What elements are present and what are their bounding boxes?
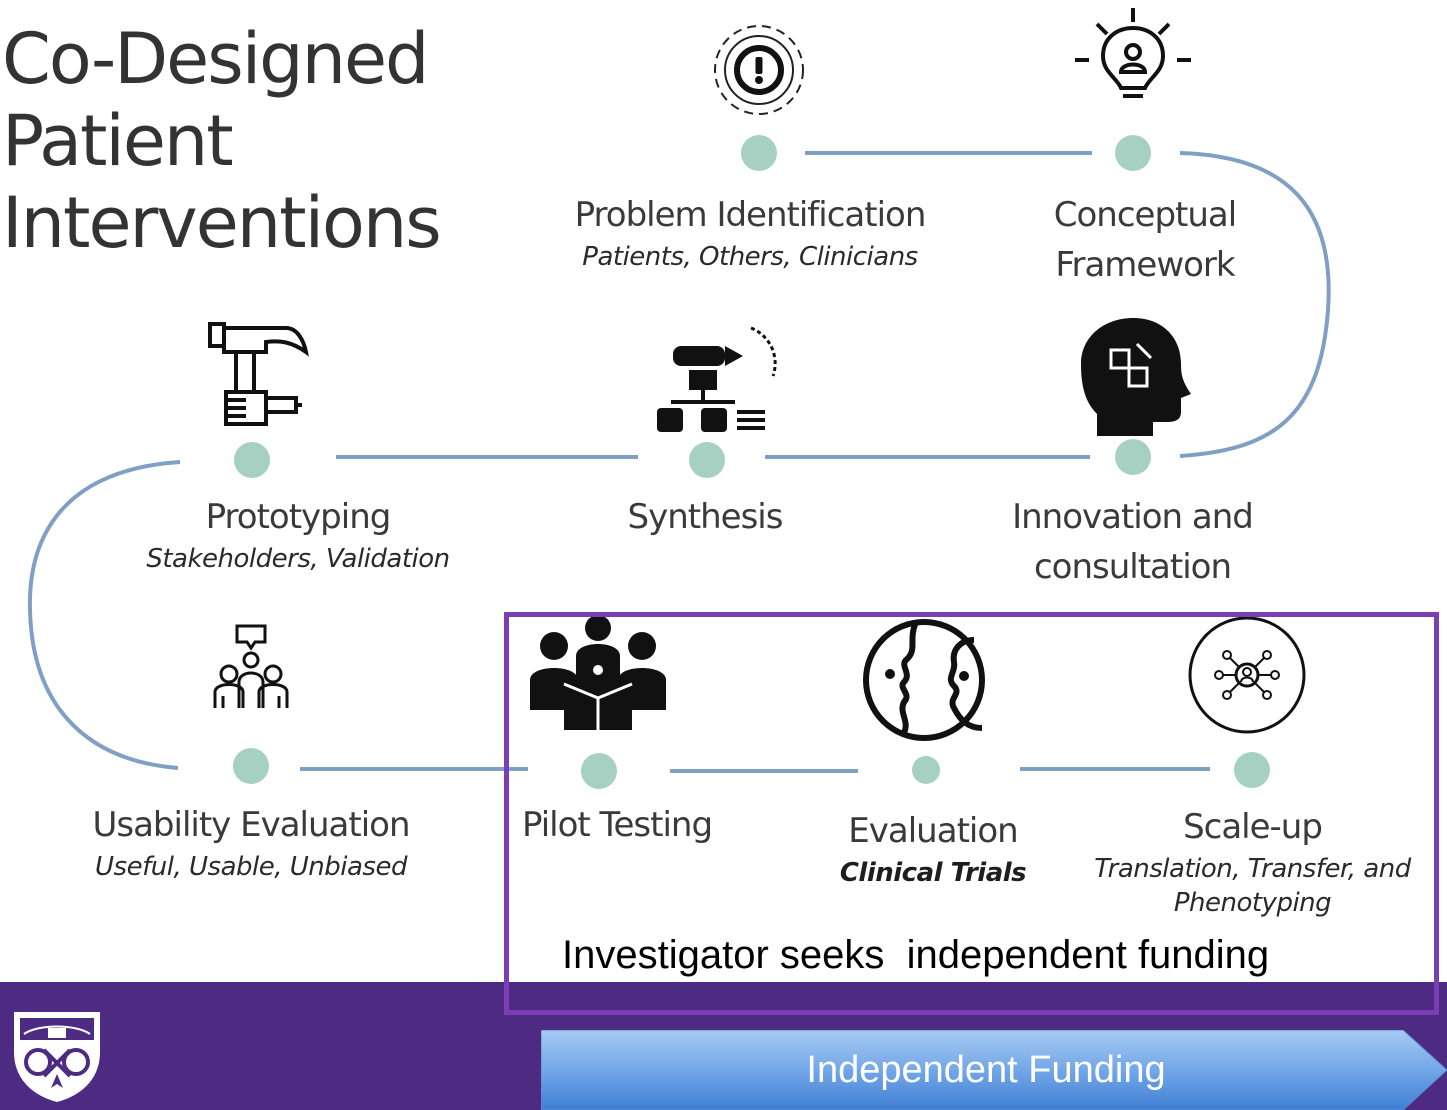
title-line-3: Interventions — [2, 182, 442, 264]
synthesis-title: Synthesis — [627, 497, 784, 537]
pilot-testing-title: Pilot Testing — [521, 805, 713, 845]
label-conceptual-framework: Conceptual Framework — [1020, 190, 1270, 290]
scale-up-title: Scale-up — [1183, 807, 1323, 847]
node-pilot-testing — [581, 753, 617, 789]
arrow-label: Independent Funding — [806, 1049, 1166, 1091]
title-line-1: Co-Designed — [2, 18, 429, 100]
scale-up-subtitle-line-2: Phenotyping — [1173, 888, 1332, 918]
scale-up-subtitle-line-1: Translation, Transfer, and — [1094, 854, 1411, 884]
evaluation-subtitle: Clinical Trials — [839, 858, 1027, 888]
node-innovation — [1115, 439, 1151, 475]
node-prototyping — [234, 442, 270, 478]
team-box-icon — [530, 615, 666, 730]
hammer-hand-icon — [208, 322, 309, 426]
node-synthesis — [689, 442, 725, 478]
connector-lines — [27, 151, 1331, 773]
node-scale-up — [1234, 752, 1270, 788]
prototyping-title: Prototyping — [205, 497, 392, 537]
usability-evaluation-subtitle: Useful, Usable, Unbiased — [95, 852, 407, 882]
label-synthesis: Synthesis — [600, 492, 810, 542]
problem-identification-subtitle: Patients, Others, Clinicians — [582, 242, 918, 272]
label-evaluation: Evaluation Clinical Trials — [820, 806, 1046, 890]
label-pilot-testing: Pilot Testing — [506, 800, 728, 850]
head-puzzle-icon — [1081, 318, 1191, 436]
network-person-icon — [1188, 616, 1306, 734]
connector-curve-left — [27, 460, 181, 770]
node-evaluation — [912, 756, 940, 784]
lightbulb-person-icon — [1075, 8, 1191, 98]
conceptual-framework-line-1: Conceptual — [1053, 195, 1237, 235]
label-prototyping: Prototyping Stakeholders, Validation — [128, 492, 468, 576]
page-title: Co-Designed Patient Interventions — [2, 18, 442, 264]
node-conceptual-framework — [1115, 135, 1151, 171]
funding-highlight-box — [504, 612, 1439, 1015]
usability-evaluation-title: Usability Evaluation — [92, 805, 410, 845]
prototyping-subtitle: Stakeholders, Validation — [146, 544, 450, 574]
university-crest-logo — [14, 1012, 100, 1102]
title-line-2: Patient — [2, 100, 234, 182]
innovation-line-1: Innovation and — [1012, 497, 1254, 537]
independent-funding-arrow: Independent Funding — [541, 1030, 1447, 1110]
problem-identification-title: Problem Identification — [574, 195, 927, 235]
arrow-shape — [541, 1030, 1447, 1110]
innovation-line-2: consultation — [1033, 547, 1232, 587]
synthesis-flowchart-icon — [657, 326, 777, 432]
people-speech-icon — [213, 624, 289, 708]
two-faces-icon — [863, 619, 985, 741]
evaluation-title: Evaluation — [848, 811, 1018, 851]
label-innovation: Innovation and consultation — [990, 492, 1275, 592]
connector-curve-right — [1179, 151, 1331, 458]
label-scale-up: Scale-up Translation, Transfer, and Phen… — [1060, 802, 1445, 920]
stage-nodes — [233, 135, 1270, 789]
label-problem-identification: Problem Identification Patients, Others,… — [560, 190, 940, 274]
node-problem-identification — [741, 135, 777, 171]
funding-note: Investigator seeks independent funding — [562, 933, 1270, 977]
node-usability-evaluation — [233, 748, 269, 784]
conceptual-framework-line-2: Framework — [1055, 245, 1235, 285]
label-usability-evaluation: Usability Evaluation Useful, Usable, Unb… — [66, 800, 436, 884]
gear-exclamation-icon — [714, 25, 804, 115]
